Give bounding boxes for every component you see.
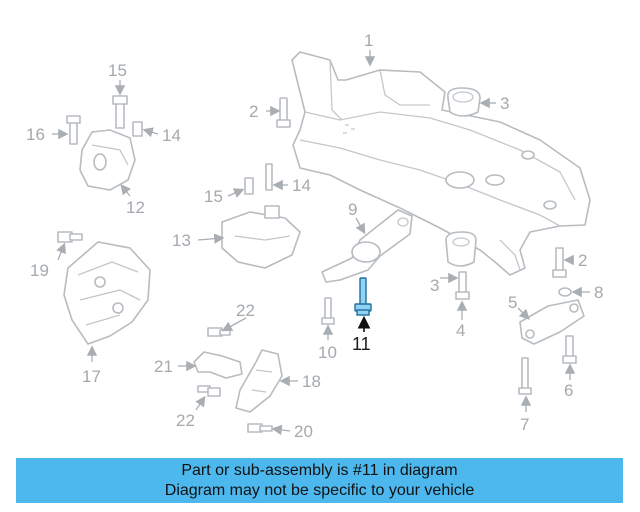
- callout-5: 5: [508, 293, 517, 312]
- highlighted-bolt-11[interactable]: [354, 277, 372, 316]
- callout-12: 12: [126, 198, 145, 217]
- parts-diagram: 1 2 2 3 3 4 5 6 7 8 9 10 11 12 13 14 14 …: [26, 31, 603, 441]
- callout-1: 1: [364, 31, 373, 50]
- transmission-bracket-17: [63, 241, 151, 345]
- leader-lines: [52, 50, 590, 436]
- callout-3: 3: [500, 94, 509, 113]
- callout-18: 18: [302, 372, 321, 391]
- footer-line-2: Diagram may not be specific to your vehi…: [164, 481, 475, 499]
- callout-2: 2: [578, 251, 587, 270]
- callout-3: 3: [430, 276, 439, 295]
- callout-21: 21: [154, 357, 173, 376]
- callout-8: 8: [594, 283, 603, 302]
- subframe-part: [291, 51, 591, 276]
- callout-11: 11: [352, 334, 371, 354]
- engine-mount-left: [79, 129, 136, 191]
- callout-20: 20: [294, 422, 313, 441]
- mount-bracket-13: [221, 205, 301, 269]
- callout-14: 14: [292, 176, 311, 195]
- bolts: [57, 95, 577, 433]
- callout-2: 2: [249, 102, 258, 121]
- callout-22: 22: [176, 411, 195, 430]
- bracket-21: [193, 351, 243, 379]
- callout-19: 19: [30, 261, 49, 280]
- footer-banner: Part or sub-assembly is #11 in diagram D…: [16, 458, 623, 503]
- callout-13: 13: [172, 231, 191, 250]
- footer-line-1: Part or sub-assembly is #11 in diagram: [181, 461, 458, 479]
- bracket-18: [235, 349, 283, 413]
- mount-bushing-lower: [445, 231, 477, 267]
- callout-16: 16: [26, 125, 45, 144]
- callout-labels: 1 2 2 3 3 4 5 6 7 8 9 10 11 12 13 14 14 …: [26, 31, 603, 441]
- callout-22: 22: [236, 301, 255, 320]
- callout-4: 4: [456, 321, 465, 340]
- callout-10: 10: [318, 343, 337, 362]
- callout-9: 9: [348, 200, 357, 219]
- torque-rod-9: [321, 209, 413, 283]
- callout-6: 6: [564, 381, 573, 400]
- callout-14: 14: [162, 126, 181, 145]
- callout-7: 7: [520, 415, 529, 434]
- mount-bushing-upper: [446, 87, 481, 117]
- callout-17: 17: [82, 367, 101, 386]
- callout-15: 15: [108, 61, 127, 80]
- bracket-5: [519, 299, 585, 345]
- callout-15: 15: [204, 187, 223, 206]
